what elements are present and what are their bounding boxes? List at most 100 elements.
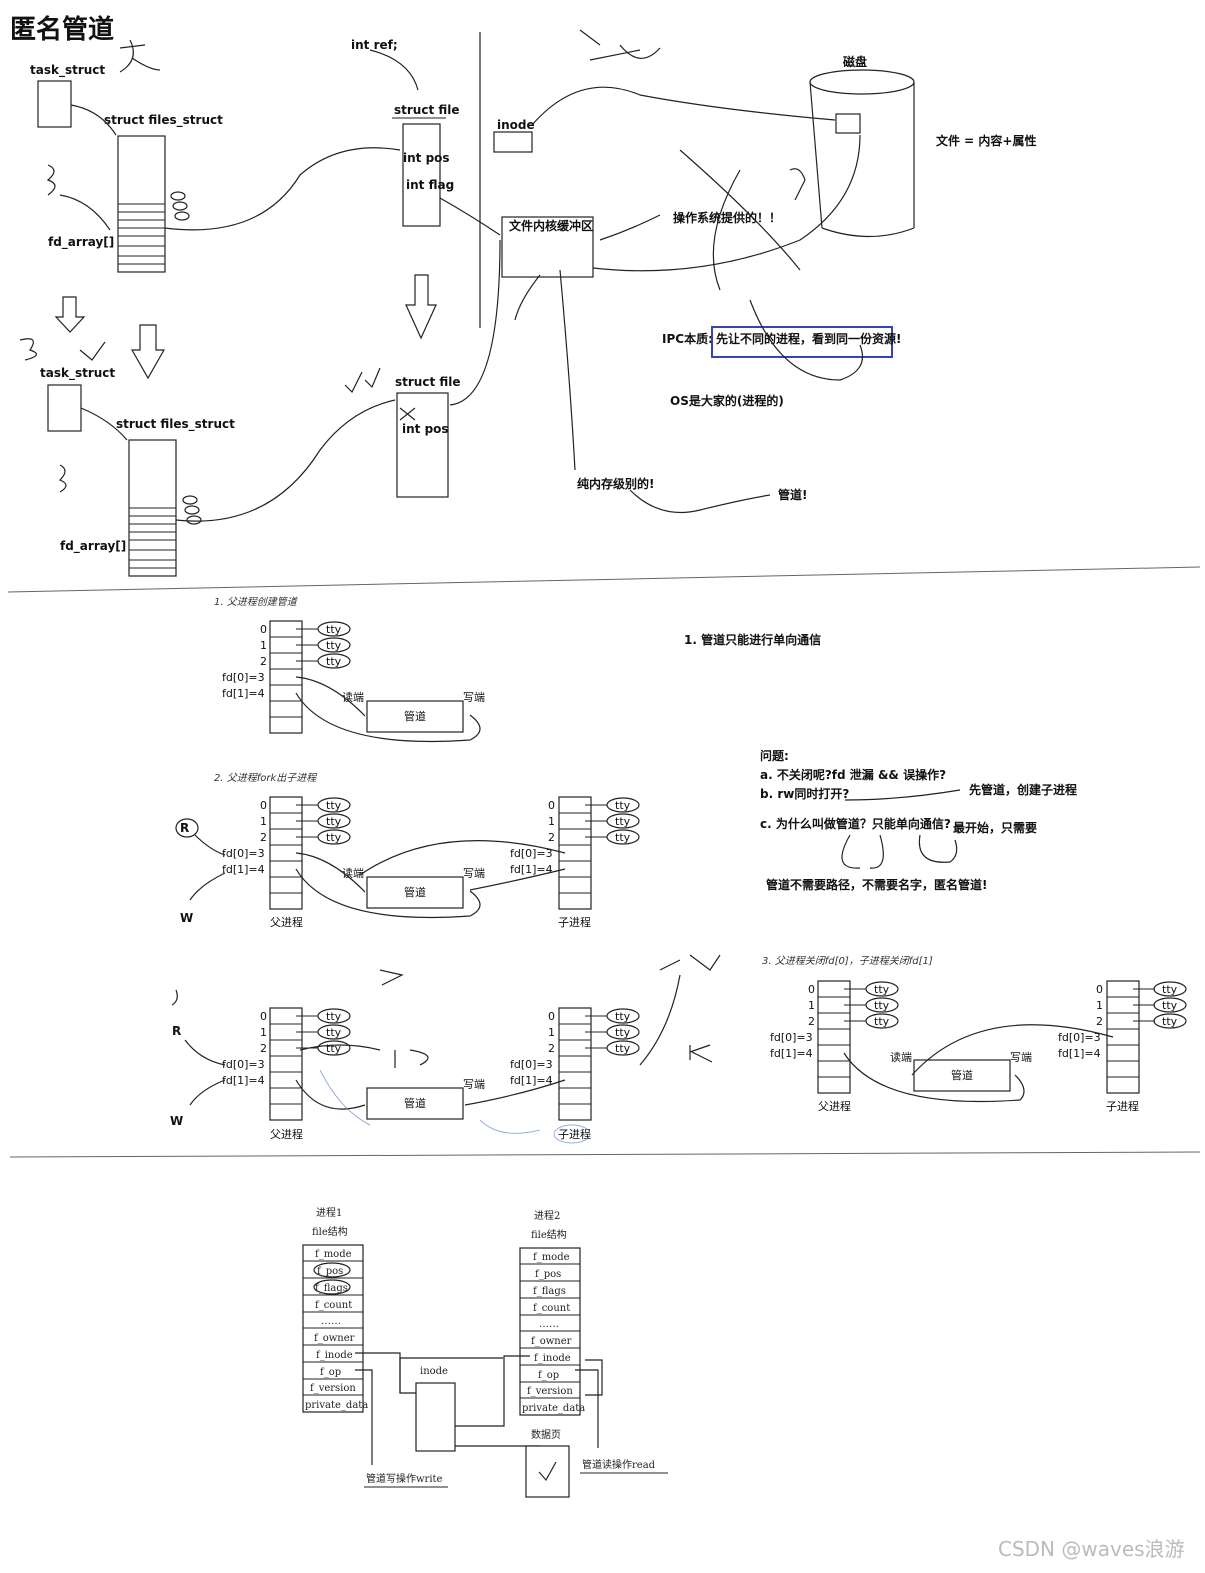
answer-b: 先管道，创建子进程 — [969, 782, 1077, 797]
s2c-fd1: 1 — [548, 815, 555, 828]
s2-pipe-label: 管道 — [404, 885, 426, 899]
kernel-buffer-label: 文件内核缓冲区 — [509, 218, 593, 233]
p1-private-data: private_data — [305, 1400, 368, 1411]
struct-file-box — [402, 123, 441, 227]
s2-hand-r: R — [180, 821, 189, 835]
s2b-child-write-arrow — [464, 1079, 566, 1106]
p2-inode-connector — [455, 1355, 530, 1427]
proc2-file-struct: file结构 — [531, 1228, 567, 1241]
summary-text: 管道不需要路径，不需要名字，匿名管道! — [766, 877, 987, 892]
int-ref-label: int ref; — [351, 38, 398, 52]
task-struct2-label: task_struct — [40, 366, 115, 381]
s2b-p-tty-1: tty — [326, 1026, 342, 1039]
s2b-c-fd0: 0 — [548, 1010, 555, 1023]
s1-tty-2: tty — [326, 655, 342, 668]
fd-table-bottom — [128, 439, 177, 577]
s3-child-read-arrow — [911, 1024, 1114, 1076]
step1-caption: 1. 父进程创建管道 — [214, 596, 299, 608]
data-page-box — [525, 1445, 570, 1498]
p2-f-mode: f_mode — [533, 1252, 570, 1263]
s2b-p-fd0: 0 — [260, 1010, 267, 1023]
s2p-tty-1: tty — [326, 815, 342, 828]
s2b-p-tty-0: tty — [326, 1010, 342, 1023]
s2c-fd4: fd[1]=4 — [510, 863, 553, 876]
s2b-r-arrow — [184, 1039, 226, 1066]
memory-to-pipe-arrow — [629, 489, 771, 514]
p1-pos-circle — [313, 1262, 351, 1278]
s2b-parent-write-arrow — [295, 1079, 366, 1110]
task-struct2-box — [47, 384, 82, 432]
s1-fd2: 2 — [260, 655, 267, 668]
step2-caption: 2. 父进程fork出子进程 — [214, 772, 318, 784]
s3c-fd1: 1 — [1096, 999, 1103, 1012]
s3c-fd4: fd[1]=4 — [1058, 1047, 1101, 1060]
inode-label: inode — [497, 118, 535, 132]
s2b-c-fd1: 1 — [548, 1026, 555, 1039]
fd2-to-file2-arrow — [175, 399, 396, 522]
os-provided-label: 操作系统提供的！！ — [673, 210, 781, 225]
s2b-c-tty-0: tty — [615, 1010, 631, 1023]
hand-scribble-4 — [19, 338, 106, 361]
memory-level-label: 纯内存级别的! — [577, 476, 654, 491]
csdn-watermark: CSDN @waves浪游 — [998, 1537, 1185, 1561]
s2-child-read-arrow — [359, 840, 566, 876]
question-b-arrow — [844, 789, 961, 801]
s2p-tty-group — [296, 797, 351, 845]
p1-f-count: f_count — [315, 1300, 352, 1311]
ipc-text: 先让不同的进程，看到同一份资源! — [716, 331, 901, 346]
s3-pipe-label: 管道 — [951, 1068, 973, 1082]
hand-scribble-1 — [119, 39, 161, 73]
s1-fd3: fd[0]=3 — [222, 671, 265, 684]
s2b-c-tty-1: tty — [615, 1026, 631, 1039]
step3-caption: 3. 父进程关闭fd[0]，子进程关闭fd[1] — [762, 955, 933, 967]
inode-to-disk-arrow — [531, 86, 836, 126]
s2b-c-fd2: 2 — [548, 1042, 555, 1055]
ipc-hand-loop — [749, 299, 864, 381]
s2b-hand-4w — [639, 954, 721, 1066]
section-divider-2 — [9, 1151, 1201, 1158]
s2-write-end: 写端 — [463, 867, 485, 880]
s3p-tty-2: tty — [874, 1015, 890, 1028]
p1-flags-circle — [313, 1279, 351, 1295]
s1-tty-group — [296, 621, 351, 669]
p1-ellipsis: …… — [321, 1316, 341, 1327]
s3-inode-box — [415, 1382, 456, 1452]
s2p-tty-2: tty — [326, 831, 342, 844]
proc2-file-table — [519, 1247, 581, 1416]
p2-f-count: f_count — [533, 1303, 570, 1314]
s2c-fd2: 2 — [548, 831, 555, 844]
inode-box — [493, 131, 533, 153]
s3-parent-write-arrow — [843, 1052, 1025, 1103]
s2b-hand-r2 — [689, 1044, 713, 1063]
s2-read-end: 读端 — [342, 866, 364, 880]
s2b-close-arrow — [299, 1044, 381, 1051]
s2p-tty-0: tty — [326, 799, 342, 812]
p2-ellipsis: …… — [539, 1319, 559, 1330]
s2c-fd3: fd[0]=3 — [510, 847, 553, 860]
p1-f-op: f_op — [320, 1367, 341, 1378]
s2b-p-tty-2: tty — [326, 1042, 342, 1055]
proc1-file-struct: file结构 — [312, 1225, 348, 1238]
s3c-tty-group — [1133, 981, 1187, 1029]
step3-parent-fd-table — [817, 980, 851, 1094]
s2b-write-end: 写端 — [463, 1078, 485, 1091]
task-to-files-arrow — [70, 104, 117, 136]
question-b: b. rw同时打开? — [760, 786, 849, 801]
s2b-p-fd2: 2 — [260, 1042, 267, 1055]
proc2-label: 进程2 — [534, 1210, 560, 1222]
s3p-fd1: 1 — [808, 999, 815, 1012]
s3-child-label: 子进程 — [1106, 1100, 1139, 1113]
s3p-tty-0: tty — [874, 983, 890, 996]
files-struct-label: struct files_struct — [104, 113, 223, 128]
s2p-fd2: 2 — [260, 831, 267, 844]
ipc-label: IPC本质: — [662, 331, 713, 346]
step2b-parent-fd-table — [269, 1007, 303, 1121]
s2-parent-label: 父进程 — [270, 916, 303, 929]
p2-op-bracket — [585, 1359, 603, 1396]
s1-write-end: 写端 — [463, 691, 485, 704]
s3c-tty-1: tty — [1162, 999, 1178, 1012]
s3-inode-label: inode — [420, 1366, 448, 1377]
disk-label: 磁盘 — [842, 54, 867, 69]
s2b-parent-label: 父进程 — [270, 1128, 303, 1141]
s2-parent-read-arrow — [295, 852, 366, 893]
